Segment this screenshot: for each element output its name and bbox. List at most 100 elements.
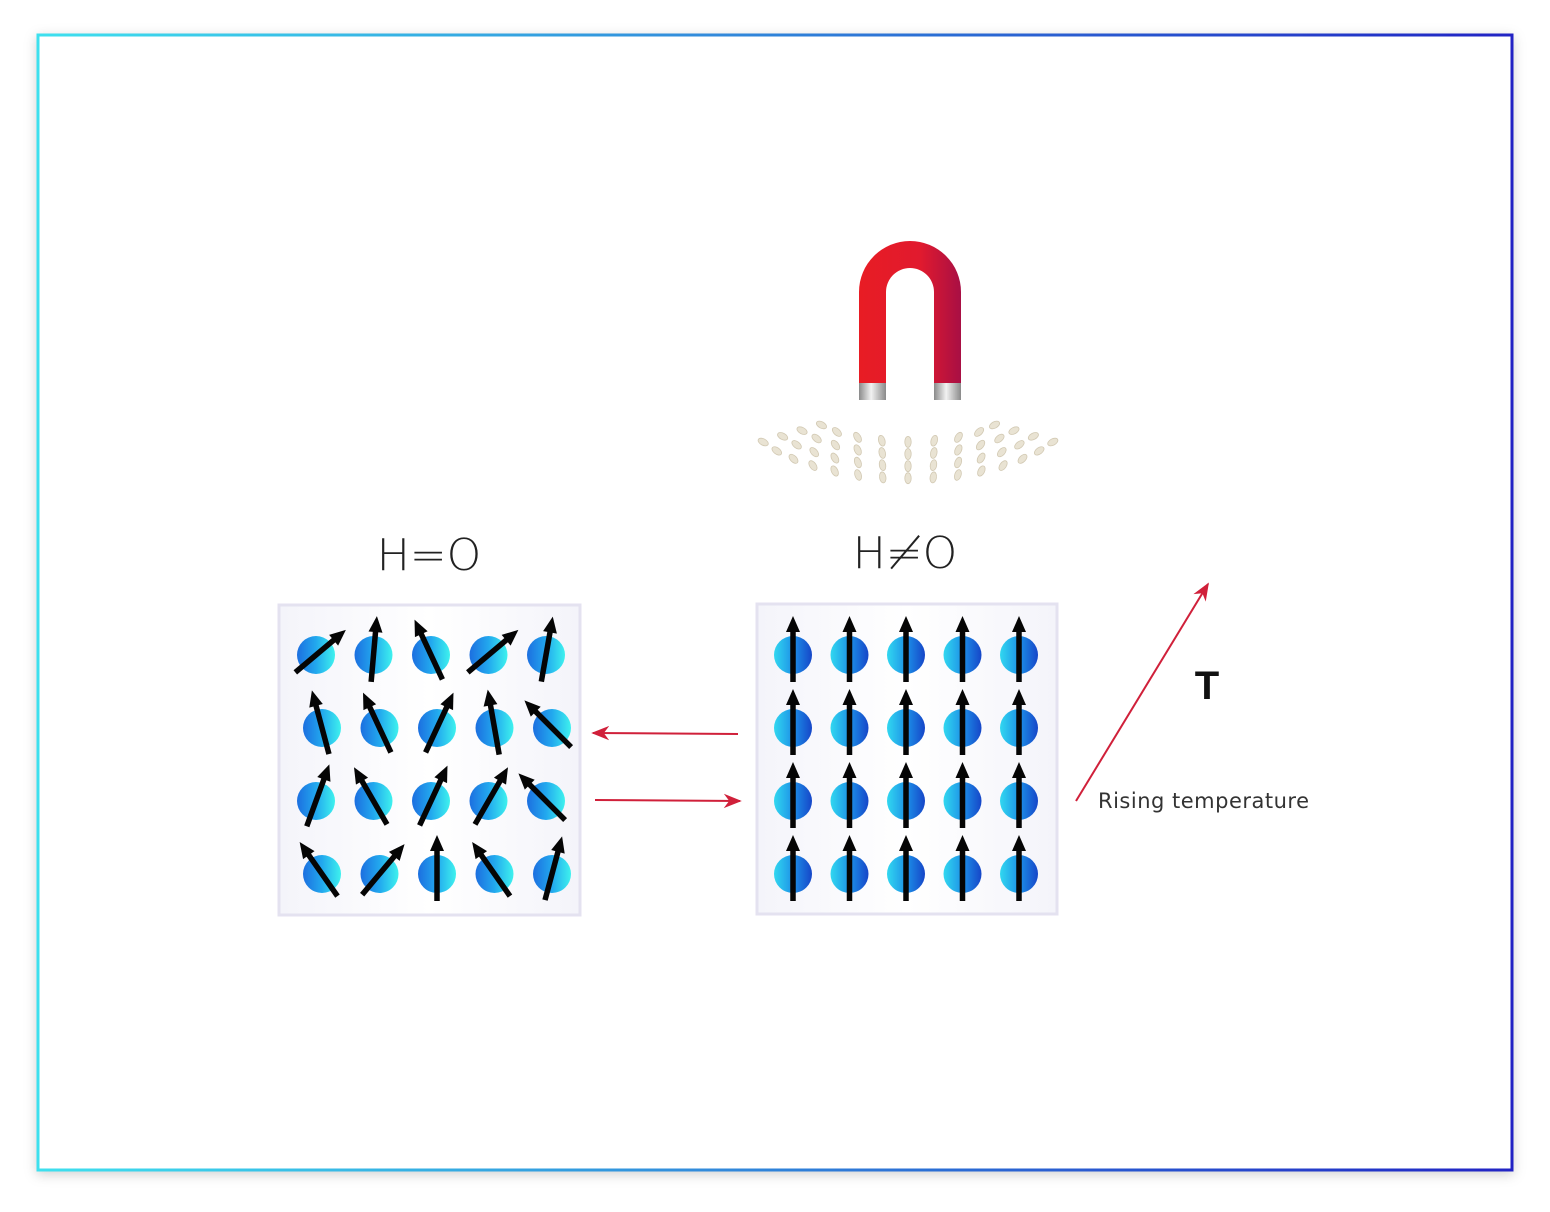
horseshoe-magnet-icon — [859, 241, 961, 400]
spin-arrow-icon — [518, 773, 568, 823]
spin — [527, 616, 565, 683]
iron-filing — [930, 447, 938, 459]
iron-filing — [771, 446, 782, 456]
spin-arrow-icon — [368, 616, 383, 683]
spin-arrow-icon — [414, 619, 445, 681]
iron-filing — [998, 460, 1008, 471]
spin — [472, 842, 514, 898]
spin — [1000, 762, 1038, 828]
spin-arrow-icon — [360, 844, 405, 897]
iron-filing — [815, 420, 827, 430]
spin — [830, 616, 869, 682]
iron-filing — [989, 420, 1001, 430]
spin — [469, 767, 508, 826]
spin-arrow-icon — [354, 767, 390, 826]
spin — [533, 836, 571, 901]
spin — [887, 689, 925, 755]
spin — [774, 762, 812, 828]
iron-filing — [930, 434, 939, 447]
iron-filing — [830, 439, 841, 451]
spin-arrow-icon — [299, 842, 340, 898]
spin-arrow-icon — [899, 689, 913, 755]
spin — [943, 689, 982, 755]
spin — [887, 616, 925, 682]
iron-filing — [997, 447, 1007, 458]
iron-filing — [796, 426, 808, 435]
spin-arrow-icon — [423, 692, 454, 754]
spin-arrow-icon — [538, 616, 557, 683]
spin-arrow-icon — [293, 629, 346, 675]
spin — [299, 842, 341, 898]
spin-arrow-icon — [842, 689, 857, 755]
iron-filing — [853, 431, 862, 443]
spin-arrow-icon — [786, 762, 800, 828]
iron-filing — [811, 433, 822, 444]
iron-filing — [994, 433, 1005, 444]
spin — [887, 835, 925, 901]
spin-arrow-icon — [899, 616, 913, 682]
right-spin-grid — [774, 616, 1038, 901]
spin-arrow-icon — [483, 689, 502, 756]
spin — [1000, 689, 1038, 755]
iron-filing — [974, 427, 985, 437]
spin-arrow-icon — [417, 765, 448, 827]
iron-filing — [791, 440, 802, 450]
iron-filing — [954, 431, 963, 443]
spin-arrow-icon — [542, 836, 565, 901]
spin-arrow-icon — [309, 690, 332, 755]
iron-filing — [879, 471, 887, 484]
iron-filing — [830, 452, 840, 464]
iron-filing — [808, 460, 818, 471]
spin — [1000, 616, 1038, 682]
temperature-symbol: T — [1195, 664, 1219, 708]
spin-arrow-icon — [842, 835, 857, 901]
iron-filing — [976, 452, 986, 464]
iron-filing — [1008, 426, 1020, 435]
spin — [418, 692, 456, 754]
spin-arrow-icon — [786, 616, 800, 682]
spin — [475, 689, 514, 756]
spin — [354, 616, 393, 683]
spin — [830, 762, 869, 828]
spin — [293, 629, 346, 675]
iron-filing — [1017, 453, 1028, 464]
spin-arrow-icon — [955, 762, 970, 828]
iron-filing — [809, 447, 819, 458]
spin — [297, 764, 335, 828]
spin-arrow-icon — [786, 835, 800, 901]
spin — [412, 619, 450, 681]
iron-filing — [929, 471, 937, 484]
iron-filing — [1034, 446, 1045, 456]
spin — [524, 700, 574, 750]
iron-filing — [878, 459, 887, 472]
iron-filing — [954, 456, 963, 469]
spin-arrow-icon — [842, 616, 857, 682]
iron-filing — [904, 472, 912, 485]
spin — [774, 689, 812, 755]
iron-filing — [929, 459, 938, 472]
iron-filing — [757, 437, 769, 447]
spin — [412, 765, 450, 827]
spin — [518, 773, 568, 823]
iron-filing — [788, 453, 799, 464]
spin-arrow-icon — [899, 835, 913, 901]
spin-arrow-icon — [1012, 762, 1026, 828]
spin — [830, 689, 869, 755]
spin — [774, 616, 812, 682]
spin-arrow-icon — [1012, 616, 1026, 682]
spin-arrow-icon — [842, 762, 857, 828]
spin — [943, 762, 982, 828]
zero-field-label: H=O — [377, 530, 482, 581]
spin — [943, 616, 982, 682]
iron-filing — [877, 434, 886, 447]
iron-filing — [853, 444, 862, 456]
spin-arrow-icon — [430, 835, 444, 901]
spin-arrow-icon — [524, 700, 574, 750]
iron-filing — [975, 439, 986, 451]
iron-filing — [831, 427, 842, 437]
spin-arrow-icon — [955, 835, 970, 901]
spin — [303, 690, 341, 755]
spin-arrow-icon — [899, 762, 913, 828]
spin-arrow-icon — [472, 842, 513, 898]
